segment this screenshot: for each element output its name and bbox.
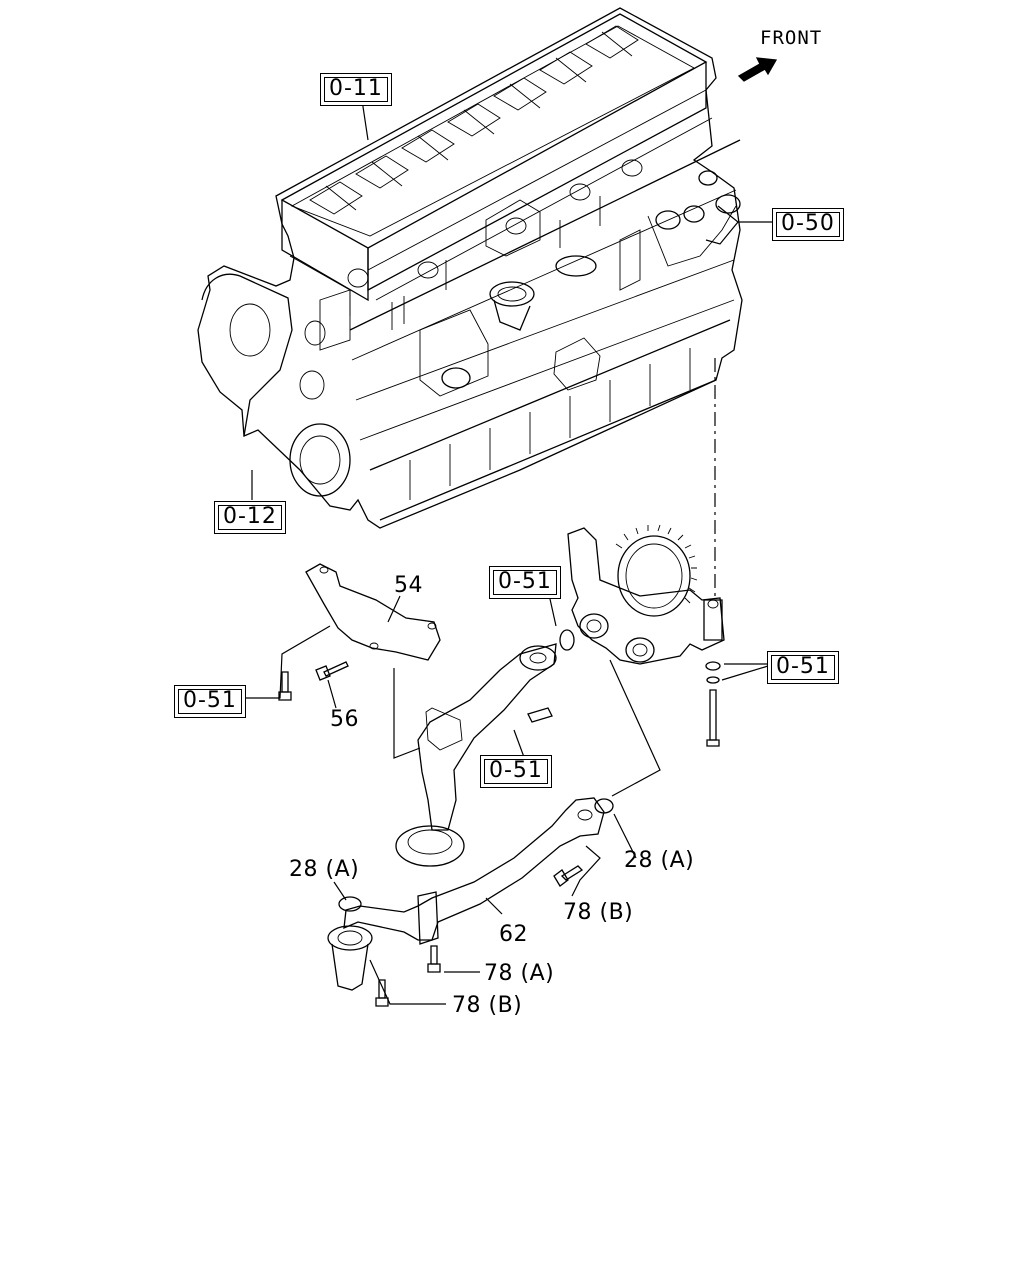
ref-box-pump-right[interactable]: 0-51 <box>767 651 839 684</box>
part-label-78a: 78 (A) <box>484 961 555 986</box>
front-arrow-icon <box>737 57 778 82</box>
bolt-left <box>278 671 292 701</box>
part-label-28a-strainer: 28 (A) <box>289 857 360 882</box>
part-label-56: 56 <box>330 707 359 732</box>
bolt-78b-lower <box>375 979 389 1007</box>
ref-box-block-left[interactable]: 0-12 <box>214 501 286 534</box>
ref-box-block-top[interactable]: 0-11 <box>320 73 392 106</box>
engine-block <box>197 7 743 598</box>
bracket-54 <box>305 563 441 661</box>
bolt-78a <box>427 945 441 973</box>
oil-strainer <box>395 643 557 867</box>
oil-pump <box>559 524 725 747</box>
part-label-54: 54 <box>394 573 423 598</box>
ref-box-block-right[interactable]: 0-50 <box>772 208 844 241</box>
part-label-78b-lower: 78 (B) <box>452 993 523 1018</box>
oil-pipe-62 <box>327 797 614 991</box>
ref-box-bracket-left[interactable]: 0-51 <box>174 685 246 718</box>
front-direction-label: FRONT <box>760 27 823 49</box>
ref-box-pipe-mid[interactable]: 0-51 <box>480 755 552 788</box>
leader-lines <box>246 99 772 1005</box>
bolt-56 <box>315 661 349 681</box>
part-label-62: 62 <box>499 922 528 947</box>
part-label-78b-upper: 78 (B) <box>563 900 634 925</box>
ref-box-pump-ring[interactable]: 0-51 <box>489 566 561 599</box>
bolt-78b-upper <box>553 865 584 887</box>
part-label-28a-pump: 28 (A) <box>624 848 695 873</box>
